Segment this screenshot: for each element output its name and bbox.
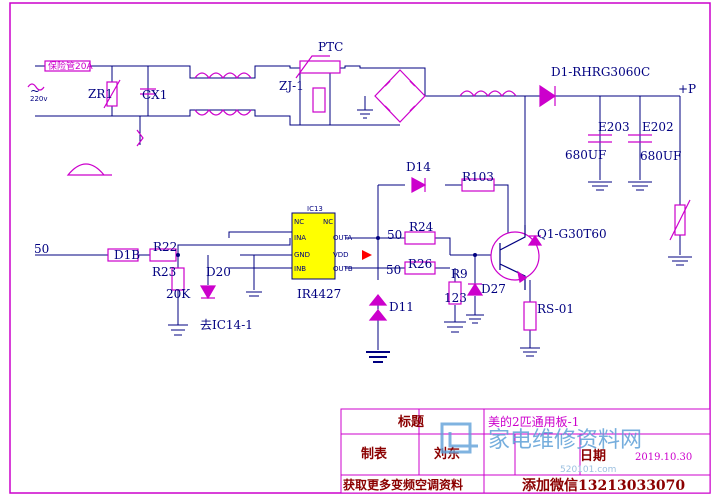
title-label: 标题 xyxy=(397,414,425,430)
label-d20: D20 xyxy=(206,265,231,279)
resistor-r26 xyxy=(404,261,436,275)
ic13-body xyxy=(291,212,336,280)
label-r22: R22 xyxy=(153,240,177,254)
pfc-inductor xyxy=(459,90,517,98)
watermark-url: 520101.com xyxy=(560,465,616,475)
capacitor-e202 xyxy=(628,134,652,143)
label-r24: R24 xyxy=(409,220,434,234)
red-arrow-icon xyxy=(362,250,372,260)
ic-pin-vdd: VDD xyxy=(333,251,349,259)
label-d14: D14 xyxy=(406,160,431,174)
title-value: 美的2匹通用板-1 xyxy=(488,414,579,429)
ground-icon xyxy=(357,109,373,119)
ic-pin-nc2: NC xyxy=(323,218,333,226)
bridge-rectifier xyxy=(374,69,426,123)
label-r23: R23 xyxy=(152,265,176,279)
label-r9-val: 123 xyxy=(444,291,467,305)
label-r26: R26 xyxy=(408,257,432,271)
ac-symbol: ~ xyxy=(30,84,40,98)
ground-icon xyxy=(246,291,262,297)
resistor-r24 xyxy=(404,231,436,245)
igbt-body-diode xyxy=(527,234,543,246)
wiring xyxy=(35,65,681,350)
connector-icon xyxy=(66,163,112,176)
ic-pin-ina: INA xyxy=(294,234,306,242)
ic-pin-outb: OUTB xyxy=(333,265,353,273)
ground-icon xyxy=(588,181,612,191)
ground-icon xyxy=(466,296,484,324)
label-zj1: ZJ-1 xyxy=(279,79,304,93)
fuse xyxy=(44,60,91,72)
ac-source-icon xyxy=(27,83,45,91)
watermark: 家电维修资料网 520101.com xyxy=(440,422,642,475)
label-rs01: RS-01 xyxy=(537,302,574,316)
made-label: 制表 xyxy=(361,446,388,462)
diode-d11 xyxy=(368,294,388,321)
label-cap2: 680UF xyxy=(640,149,681,163)
footer-left: 获取更多变频空调资料 xyxy=(342,477,463,492)
voltage-label: 220v xyxy=(30,95,48,103)
fuse-label: 保险管20A xyxy=(48,60,93,72)
ground-icon xyxy=(444,305,466,333)
made-by: 刘东 xyxy=(434,446,460,462)
label-in50: 50 xyxy=(34,242,49,256)
ground-symbols xyxy=(168,109,692,363)
diode-d20 xyxy=(199,285,217,300)
label-zr1: ZR1 xyxy=(88,87,113,101)
date-label: 日期 xyxy=(580,449,606,464)
label-plus-p: +P xyxy=(678,82,696,96)
ic-pin-nc1: NC xyxy=(294,218,304,226)
label-e203: E203 xyxy=(598,120,630,134)
label-d1: D1-RHRG3060C xyxy=(551,65,650,79)
label-r23-val: 20K xyxy=(166,287,191,301)
label-cx1: CX1 xyxy=(142,88,167,102)
watermark-text: 家电维修资料网 xyxy=(488,428,642,453)
label-d11: D11 xyxy=(389,300,414,314)
resistor-r103 xyxy=(461,178,495,192)
label-d1b: D1B xyxy=(114,248,140,262)
capacitor-e203 xyxy=(588,134,612,143)
diode-d27 xyxy=(466,282,484,296)
ic-pin-outa: OUTA xyxy=(333,234,352,242)
label-r26-val: 50 xyxy=(386,263,401,277)
diode-d14 xyxy=(411,176,427,194)
date-value: 2019.10.30 xyxy=(635,452,692,463)
ground-icon xyxy=(628,181,652,191)
label-r24-val: 50 xyxy=(387,228,402,242)
label-ir4427: IR4427 xyxy=(297,287,341,301)
relay-zj1 xyxy=(312,87,326,113)
label-q1: Q1-G30T60 xyxy=(537,227,607,241)
ptc-resistor xyxy=(299,60,341,74)
diode-d1 xyxy=(539,84,557,108)
title-block xyxy=(340,408,711,494)
resistor-d1b xyxy=(107,248,139,262)
ic-pin-inb: INB xyxy=(294,265,306,273)
resistor-r9 xyxy=(448,281,462,305)
label-d27: D27 xyxy=(481,282,506,296)
footer-right: 添加微信13213033070 xyxy=(522,477,685,494)
junctions xyxy=(176,236,477,257)
capacitor-cx1 xyxy=(140,88,156,95)
components xyxy=(27,55,691,331)
common-mode-choke xyxy=(194,72,252,80)
label-to-ic14: 去IC14-1 xyxy=(200,318,253,332)
ground-icon xyxy=(168,290,188,336)
resistor-rs01 xyxy=(523,301,537,331)
label-e202: E202 xyxy=(642,120,674,134)
label-ic13: IC13 xyxy=(307,205,323,213)
label-r9: R9 xyxy=(451,267,468,281)
label-ptc: PTC xyxy=(318,40,343,54)
ic-pin-gnd: GND xyxy=(294,251,310,259)
watermark-logo-icon xyxy=(440,422,478,454)
label-cap1: 680UF xyxy=(565,148,606,162)
label-r103: R103 xyxy=(462,170,494,184)
ground-icon xyxy=(520,347,540,357)
igbt-q1 xyxy=(490,231,540,281)
ground-icon xyxy=(366,351,390,363)
ground-icon xyxy=(668,256,692,266)
